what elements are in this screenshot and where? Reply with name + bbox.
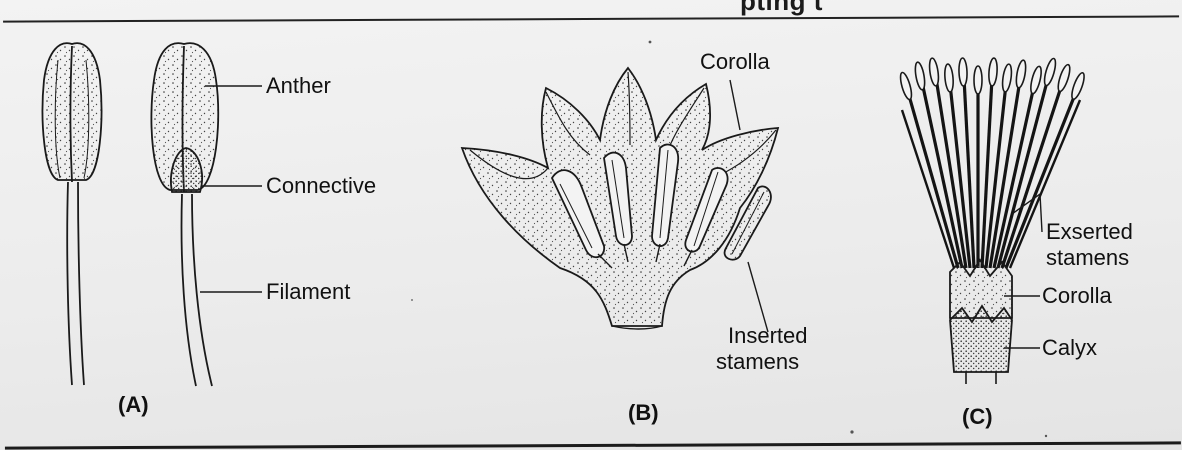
panel-a-right-filament	[182, 194, 212, 386]
label-connective: Connective	[266, 174, 376, 198]
panel-b-drawing	[462, 68, 778, 332]
panel-a-left-filament	[67, 182, 84, 385]
label-corolla-b: Corolla	[700, 50, 770, 74]
label-exserted-line1: Exserted	[1046, 220, 1133, 244]
label-calyx: Calyx	[1042, 336, 1097, 360]
label-inserted-line1: Inserted	[728, 324, 808, 348]
panel-b-letter: (B)	[628, 400, 659, 426]
label-corolla-c: Corolla	[1042, 284, 1112, 308]
label-filament: Filament	[266, 280, 350, 304]
panel-a-letter: (A)	[118, 392, 149, 418]
panel-c-calyx	[950, 306, 1012, 372]
label-anther: Anther	[266, 74, 331, 98]
label-inserted-line2: stamens	[716, 350, 799, 374]
panel-c-letter: (C)	[962, 404, 993, 430]
panel-a-drawing	[43, 43, 262, 386]
label-exserted-line2: stamens	[1046, 246, 1129, 270]
